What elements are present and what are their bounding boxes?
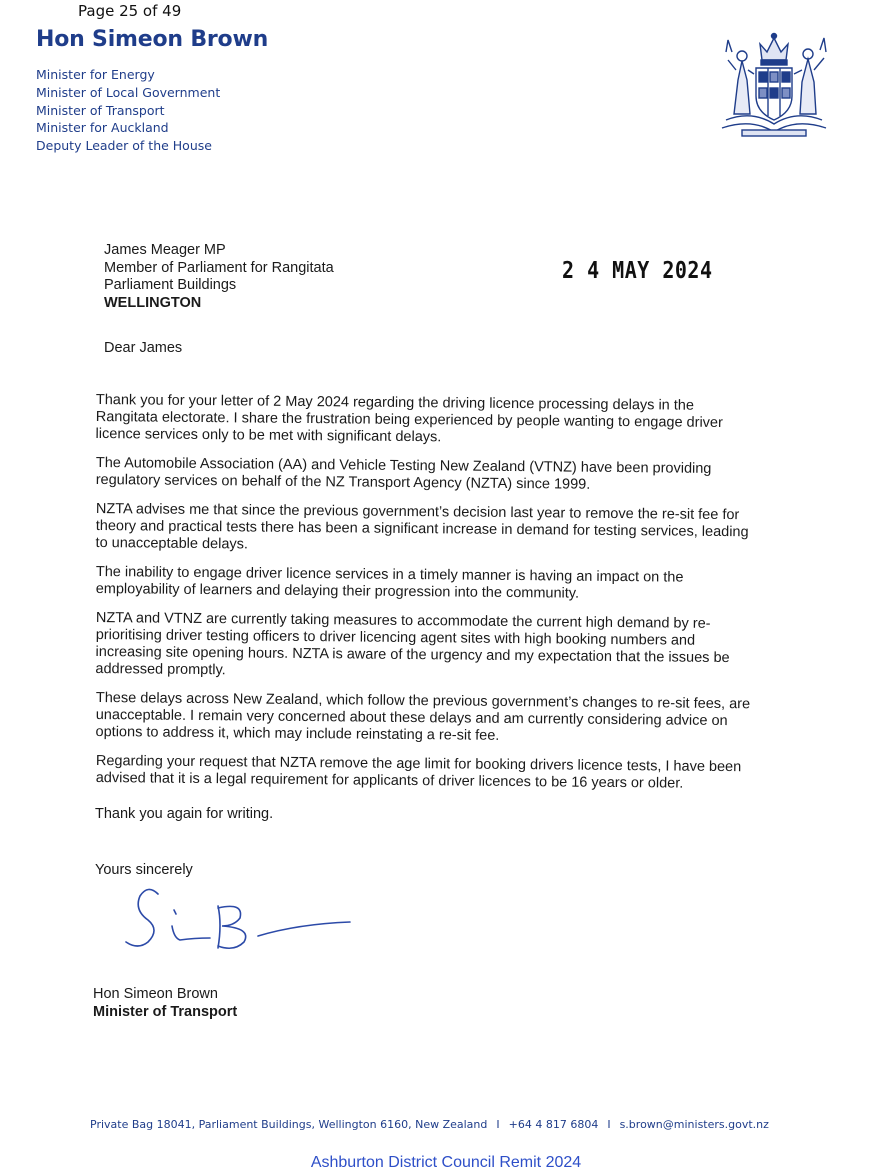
body-paragraph: The inability to engage driver licence s… bbox=[95, 564, 684, 602]
recipient-address-block: James Meager MP Member of Parliament for… bbox=[104, 242, 334, 312]
body-paragraph: Thank you for your letter of 2 May 2024 … bbox=[95, 392, 723, 446]
portfolio-item: Minister for Auckland bbox=[36, 120, 169, 136]
recipient-building: Parliament Buildings bbox=[104, 277, 237, 293]
remit-label: Ashburton District Council Remit 2024 bbox=[310, 1154, 582, 1171]
recipient-name: James Meager MP bbox=[104, 242, 226, 258]
closing-line: Thank you again for writing. bbox=[95, 806, 274, 822]
body-paragraph: These delays across New Zealand, which f… bbox=[95, 690, 751, 744]
letterhead-portfolio-list: Minister for Energy Minister of Local Go… bbox=[36, 66, 220, 155]
signatory-title: Minister of Transport bbox=[93, 1004, 238, 1020]
footer-address: Private Bag 18041, Parliament Buildings,… bbox=[90, 1118, 488, 1131]
body-paragraph: Regarding your request that NZTA remove … bbox=[95, 753, 742, 792]
page-number: Page 25 of 49 bbox=[78, 2, 182, 20]
recipient-city: WELLINGTON bbox=[104, 294, 202, 311]
handwritten-signature-icon bbox=[125, 888, 351, 950]
footer-phone: +64 4 817 6804 bbox=[508, 1118, 599, 1131]
footer-contact-line: Private Bag 18041, Parliament Buildings,… bbox=[90, 1118, 769, 1131]
body-paragraph: The Automobile Association (AA) and Vehi… bbox=[95, 455, 712, 493]
nz-coat-of-arms-icon bbox=[721, 32, 827, 137]
letter-body: Thank you for your letter of 2 May 2024 … bbox=[95, 392, 756, 799]
portfolio-item: Minister of Local Government bbox=[36, 84, 221, 100]
footer-email: s.brown@ministers.govt.nz bbox=[619, 1118, 769, 1131]
body-paragraph: NZTA and VTNZ are currently taking measu… bbox=[95, 610, 730, 679]
portfolio-item: Minister for Energy bbox=[36, 67, 155, 82]
body-paragraph: NZTA advises me that since the previous … bbox=[95, 501, 749, 553]
salutation: Dear James bbox=[104, 340, 183, 356]
valediction: Yours sincerely bbox=[95, 862, 193, 878]
date-stamp: 2 4 MAY 2024 bbox=[562, 256, 713, 284]
portfolio-item: Minister of Transport bbox=[36, 102, 165, 118]
signatory-name: Hon Simeon Brown bbox=[93, 986, 218, 1002]
recipient-role: Member of Parliament for Rangitata bbox=[104, 259, 334, 276]
portfolio-item: Deputy Leader of the House bbox=[36, 138, 212, 154]
footer-separator: I bbox=[607, 1118, 611, 1131]
letterhead-minister-name: Hon Simeon Brown bbox=[36, 27, 269, 52]
footer-separator: I bbox=[496, 1118, 500, 1131]
